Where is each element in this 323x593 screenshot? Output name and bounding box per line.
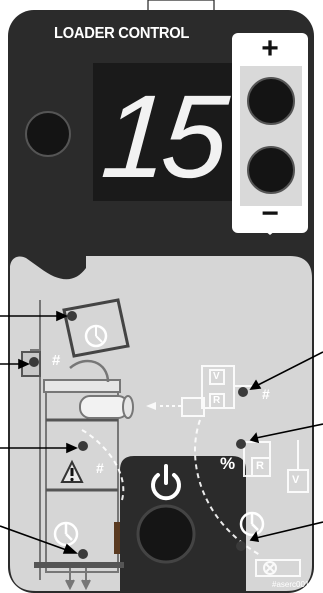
model-code: #aserc001: [272, 580, 310, 589]
discharge-bar: [114, 522, 120, 554]
discharge-led: [78, 549, 88, 559]
panel-title: LOADER CONTROL: [54, 25, 190, 42]
decrease-button[interactable]: [247, 146, 295, 194]
ratio-led: [236, 439, 246, 449]
loader-hopper-diagram: [30, 300, 124, 591]
hash-label-valve: #: [262, 386, 270, 402]
display-value: 15: [97, 71, 227, 203]
alarm-led: [78, 441, 88, 451]
warning-icon: [60, 459, 84, 483]
load-button[interactable]: [25, 111, 71, 157]
power-button[interactable]: [136, 504, 196, 564]
percent-label: %: [220, 454, 236, 473]
sensor-led: [29, 357, 39, 367]
intake-tube: [79, 395, 134, 419]
timer-led: [67, 311, 77, 321]
ratio-label: R: [213, 395, 221, 406]
plus-triangle: [234, 37, 306, 64]
valve-timer-led: [236, 541, 246, 551]
minus-triangle: [234, 206, 306, 235]
timer-box: [62, 298, 130, 358]
minus-icon: −: [261, 197, 279, 230]
valve-led: [238, 387, 248, 397]
discharge-timer-icon: [53, 521, 79, 547]
valve-timer-icon: [239, 511, 265, 537]
ratio-label-lower: R: [256, 460, 264, 472]
vacuum-label: V: [213, 371, 220, 382]
numeric-display: [93, 63, 234, 201]
plus-icon: +: [261, 32, 279, 65]
dump-arrow: [69, 359, 110, 383]
hash-label-sensor: #: [52, 352, 61, 369]
indicator-arrows: [0, 310, 323, 554]
vacuum-label-lower: V: [292, 474, 300, 486]
increase-button[interactable]: [247, 77, 295, 125]
power-icon: [151, 464, 181, 501]
hash-label-alarm: #: [96, 460, 104, 476]
